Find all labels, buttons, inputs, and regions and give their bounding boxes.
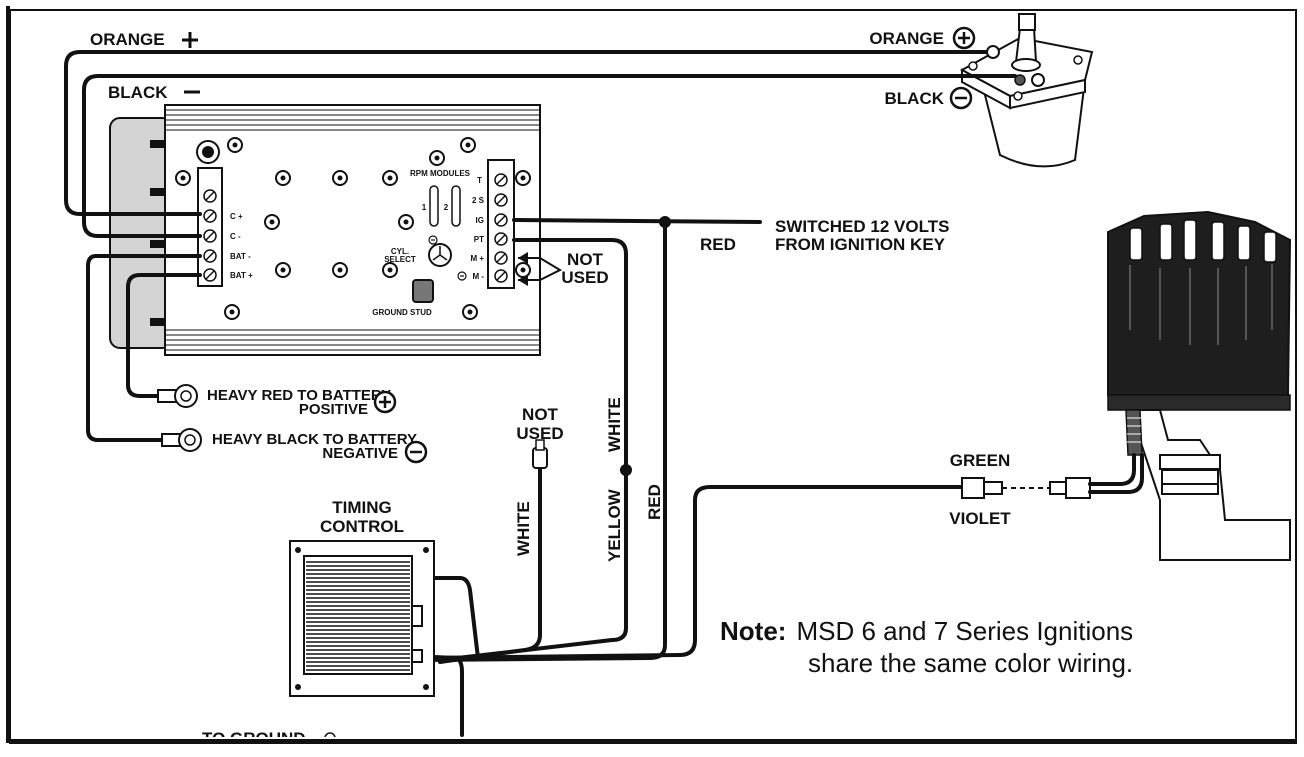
timing-control-cable-1	[410, 576, 480, 660]
white-pt-wire	[438, 238, 628, 662]
ring-terminal-red	[157, 384, 198, 408]
rpm-module-1-slot	[429, 185, 439, 227]
orange-coil-label: ORANGE	[869, 29, 944, 48]
timing-control-label-1: TIMING	[332, 498, 392, 517]
left-terminal-strip	[197, 167, 223, 287]
ignition-box: C + C - BAT - BAT + T 2 S IG PT M + M - …	[109, 104, 541, 356]
timing-control-box	[289, 540, 435, 697]
heavy-red-label-1: HEAVY RED TO BATTERY	[207, 387, 391, 404]
yellow-wire-label: YELLOW	[605, 488, 624, 562]
black-wire	[82, 74, 1017, 238]
note-text-1: MSD 6 and 7 Series Ignitions	[796, 616, 1133, 646]
ignition-coil	[959, 13, 1094, 168]
cyl-select-label-2: SELECT	[384, 255, 416, 264]
distributor	[1107, 210, 1292, 561]
plus-symbol-left	[182, 32, 198, 48]
orange-wire	[64, 50, 987, 216]
switched-12v-wire	[512, 218, 762, 224]
heavy-black-label-2: NEGATIVE	[322, 445, 398, 462]
terminal-bat-minus-label: BAT -	[230, 252, 251, 261]
terminal-bat-plus-label: BAT +	[230, 271, 253, 280]
white-notused-wire	[438, 468, 542, 664]
red-wire-label-vertical: RED	[645, 484, 664, 520]
white-wire-label-left: WHITE	[514, 501, 533, 556]
heavy-red-label-2: POSITIVE	[299, 401, 368, 418]
terminal-c-plus-label: C +	[230, 212, 243, 221]
ground-stud	[412, 279, 434, 303]
terminal-pt-label: PT	[474, 235, 484, 244]
cyl-select-label-1: CYL.	[391, 247, 409, 256]
to-ground-label: TO GROUND	[202, 729, 306, 748]
not-used-label-right-1: NOT	[567, 250, 604, 269]
violet-wire-label: VIOLET	[949, 509, 1011, 528]
heavy-black-wire	[86, 254, 202, 442]
plus-circle-icon	[952, 26, 976, 50]
terminal-ig-label: IG	[476, 216, 484, 225]
to-ground-wire	[410, 654, 464, 737]
minus-circle-icon	[949, 86, 973, 110]
rpm-modules-label: RPM MODULES	[410, 169, 471, 178]
magnetic-pickup-wire	[418, 485, 964, 660]
orange-plus-label: ORANGE	[90, 30, 165, 49]
white-wire-label-right: WHITE	[605, 397, 624, 452]
switched-12v-label-1: SWITCHED 12 VOLTS	[775, 217, 949, 236]
switched-12v-label-2: FROM IGNITION KEY	[775, 235, 946, 254]
black-minus-label: BLACK	[108, 83, 168, 102]
note-label: Note:	[720, 616, 786, 646]
note-line-1: Note: MSD 6 and 7 Series Ignitions	[720, 616, 1133, 646]
green-wire-label: GREEN	[950, 451, 1010, 470]
rpm-module-2-label: 2	[444, 203, 449, 212]
terminal-t-label: T	[477, 176, 482, 185]
not-used-label-mid-1: NOT	[522, 405, 559, 424]
red-wire-label-top: RED	[700, 235, 736, 254]
not-used-label-right-2: USED	[561, 268, 608, 287]
not-used-connector	[532, 439, 548, 469]
heavy-black-label-1: HEAVY BLACK TO BATTERY	[212, 431, 417, 448]
terminal-c-minus-label: C -	[230, 232, 241, 241]
terminal-2s-label: 2 S	[472, 196, 485, 205]
not-used-label-mid-2: USED	[516, 424, 563, 443]
rpm-module-2-slot	[451, 185, 461, 227]
ground-stud-label: GROUND STUD	[372, 308, 432, 317]
rpm-module-1-label: 1	[422, 203, 427, 212]
terminal-m-minus-label: M -	[472, 272, 484, 281]
pickup-connector	[961, 453, 1144, 499]
heavy-red-wire	[126, 273, 202, 398]
not-used-arrows	[518, 252, 563, 286]
plus-circle-icon-battery	[373, 390, 397, 414]
note-text-2: share the same color wiring.	[808, 648, 1133, 678]
terminal-m-plus-label: M +	[470, 254, 484, 263]
ring-terminal-black	[161, 428, 202, 452]
black-coil-label: BLACK	[885, 89, 945, 108]
minus-circle-icon-battery	[404, 440, 428, 464]
timing-control-label-2: CONTROL	[320, 517, 404, 536]
